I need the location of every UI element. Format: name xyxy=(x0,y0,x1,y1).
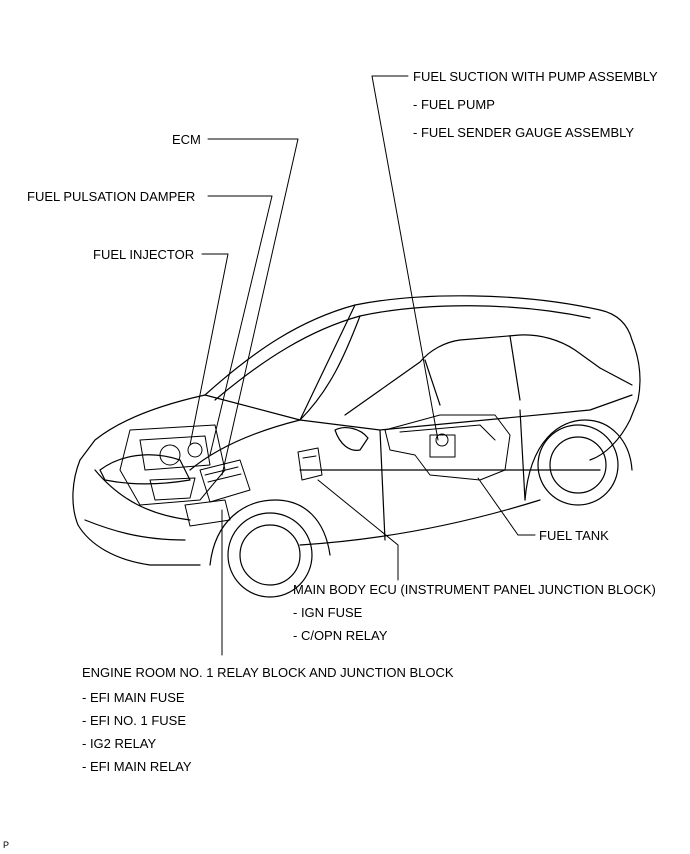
corner-mark: P xyxy=(3,840,10,850)
label-efi-main-fuse: - EFI MAIN FUSE xyxy=(82,690,185,705)
label-fuel-sender: - FUEL SENDER GAUGE ASSEMBLY xyxy=(413,125,635,140)
label-fuel-suction: FUEL SUCTION WITH PUMP ASSEMBLY xyxy=(413,69,658,84)
label-ig2-relay: - IG2 RELAY xyxy=(82,736,157,751)
label-fuel-tank: FUEL TANK xyxy=(539,528,609,543)
label-ign-fuse: - IGN FUSE xyxy=(293,605,363,620)
leader-lines xyxy=(189,75,536,656)
junction-block-illustration xyxy=(297,447,323,481)
fuel-tank-illustration xyxy=(384,414,511,481)
car-illustration xyxy=(72,295,641,598)
label-fuel-pump: - FUEL PUMP xyxy=(413,97,495,112)
label-ecm: ECM xyxy=(172,132,201,147)
label-copn-relay: - C/OPN RELAY xyxy=(293,628,388,643)
label-fuel-injector: FUEL INJECTOR xyxy=(93,247,195,262)
engine-components xyxy=(119,424,251,527)
label-pulsation-damper: FUEL PULSATION DAMPER xyxy=(27,189,196,204)
label-main-body-ecu: MAIN BODY ECU (INSTRUMENT PANEL JUNCTION… xyxy=(293,582,656,597)
label-efi-main-relay: - EFI MAIN RELAY xyxy=(82,759,192,774)
label-engine-room: ENGINE ROOM NO. 1 RELAY BLOCK AND JUNCTI… xyxy=(82,665,454,680)
label-efi-no1-fuse: - EFI NO. 1 FUSE xyxy=(82,713,187,728)
